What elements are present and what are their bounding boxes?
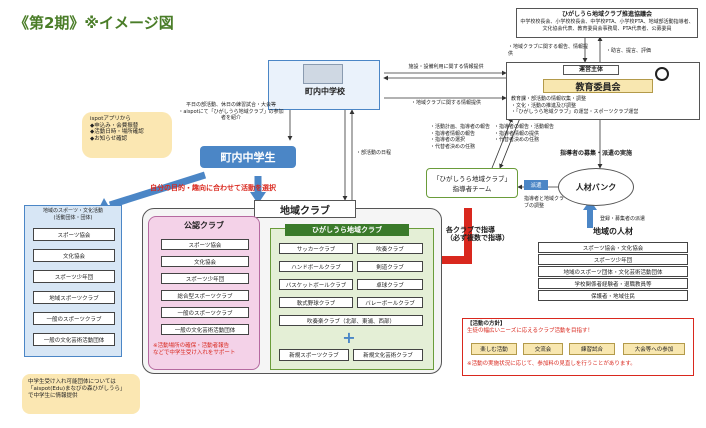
local-talent-title: 地域の人材 xyxy=(593,227,633,236)
board-title: 教育委員会 xyxy=(543,79,653,93)
policy-tag: 大会等への参加 xyxy=(623,343,685,355)
school-label: 町内中学校 xyxy=(305,87,345,96)
higashiura-club-title: ひがしうら地域クラブ xyxy=(285,224,409,236)
plus-icon: + xyxy=(342,327,356,347)
higashiura-club-item: バスケットボールクラブ xyxy=(279,279,353,290)
local-activity-item: 一般の文化芸術活動団体 xyxy=(33,333,115,346)
local-talent-item: 学校関係者経験者・退職教員等 xyxy=(538,278,688,289)
board-item: 教育課・部活動の情報収集・調整 xyxy=(511,96,587,102)
council-report-note: ・地域クラブに関する報告、情報提供 xyxy=(508,44,589,57)
local-activity-item: 文化協会 xyxy=(33,249,115,262)
local-activity-item: 一般のスポーツクラブ xyxy=(33,312,115,325)
board-to-team-note: ・活動計画、指導者の報告 ・指導者情報の報告 ・指導者の選択 ・代替者決めの任務 xyxy=(430,124,491,150)
council-title: ひがしうら地域クラブ推進協議会 xyxy=(561,11,652,18)
higashiura-club-item: 剣道クラブ xyxy=(357,261,423,272)
club-schedule-note: ・部活動の日程 xyxy=(356,150,392,156)
public-club-title: 公認クラブ xyxy=(184,220,224,230)
public-club-item: 一般の文化芸術活動団体 xyxy=(161,324,249,335)
board-item: ・文化・活動の推進及び調整 xyxy=(511,102,577,109)
policy-tag: 楽しむ活動 xyxy=(471,343,517,355)
board-item: ・「ひがしうら地域クラブ」の運営・スポーツクラブ運営 xyxy=(511,109,639,115)
student-label: 町内中学生 xyxy=(200,146,296,168)
local-activity-item: 地域スポーツクラブ xyxy=(33,291,115,304)
ispot-item: ◆申込み・会費振替 xyxy=(90,122,139,129)
higashiura-club-item: サッカークラブ xyxy=(279,243,353,254)
emblem-icon xyxy=(655,67,669,81)
local-activity-item: スポーツ少年団 xyxy=(33,270,115,283)
page-title: 《第2期》※イメージ図 xyxy=(14,14,174,32)
council-box: ひがしうら地域クラブ推進協議会 中学校校長会、小学校校長会、中学校PTA、小学校… xyxy=(516,8,698,38)
registration-note: 登録・募集者の派遣 xyxy=(600,216,646,222)
public-club-panel: 公認クラブ スポーツ協会 文化協会 スポーツ少年団 総合型スポーツクラブ 一般の… xyxy=(148,216,260,370)
higashiura-club-item: 卓球クラブ xyxy=(357,279,423,290)
higashiura-club-item: バレーボールクラブ xyxy=(357,297,423,308)
local-talent-item: スポーツ少年団 xyxy=(538,254,688,265)
school-box: 町内中学校 xyxy=(268,60,380,110)
ispot-header: ispotアプリから xyxy=(90,116,131,122)
policy-title: 【活動の方針】 xyxy=(467,321,506,327)
school-to-board-note: 施設・設備利用に関する情報提供 xyxy=(408,64,484,70)
guidance-text: 各クラブで指導 （必ず複数で指導） xyxy=(446,226,509,242)
recruit-note: 指導者の募集・派遣の実施 xyxy=(560,150,633,157)
policy-tag: 練習試合 xyxy=(569,343,615,355)
local-talent-item: 保護者・地域住民 xyxy=(538,290,688,301)
match-note: 指導者と地域クラブの調整 xyxy=(524,196,565,209)
local-club-header: 地域クラブ xyxy=(254,200,356,218)
council-members: 中学校校長会、小学校校長会、中学校PTA、小学校PTA、地域部活動指導者、文化協… xyxy=(520,19,694,32)
public-club-note: ※活動場所の確保・活動者報告 などで中学生受け入れをサポート xyxy=(153,343,236,356)
local-activity-title: 地域のスポーツ・文化活動 (活動団体・団体) xyxy=(43,208,103,221)
ispot-bubble: ispotアプリから ◆申込み・会費振替 ◆活動日時・場所確認 ◆お知らせ確認 xyxy=(82,112,172,158)
club-info-note: ・地域クラブに関する情報提供 xyxy=(410,100,481,106)
public-club-item: スポーツ少年団 xyxy=(161,273,249,284)
local-talent-item: 地域のスポーツ団体・文化芸術活動団体 xyxy=(538,266,688,277)
policy-footnote: ※活動の実施状況に応じて、参加料の見直しを行うことがあります。 xyxy=(467,361,636,367)
local-talent-panel: 地域の人材 スポーツ協会・文化協会 スポーツ少年団 地域のスポーツ団体・文化芸術… xyxy=(538,228,688,318)
ispot-item: ◆活動日時・場所確認 xyxy=(90,129,144,135)
team-to-board-note: ・指導者の報告・活動報告 ・指導者情報の提供 ・代替者決めの任務 xyxy=(494,124,555,143)
new-club-item: 新規スポーツクラブ xyxy=(279,349,349,361)
higashiura-club-panel: ひがしうら地域クラブ サッカークラブ 吹奏クラブ ハンドボールクラブ 剣道クラブ… xyxy=(270,224,434,370)
ispot-item: ◆お知らせ確認 xyxy=(90,135,128,142)
higashiura-club-item: 吹奏楽クラブ（北部、東浦、西部） xyxy=(279,315,423,326)
higashiura-club-item: ハンドボールクラブ xyxy=(279,261,353,272)
school-building-icon xyxy=(303,64,343,84)
policy-panel: 【活動の方針】 生徒の幅広いニーズに応えるクラブ活動を目指す！ 楽しむ活動 交流… xyxy=(462,318,694,376)
higashiura-club-item: 軟式野球クラブ xyxy=(279,297,353,308)
council-advice-note: ・助言、提言、評価 xyxy=(606,48,652,54)
local-talent-item: スポーツ協会・文化協会 xyxy=(538,242,688,253)
local-activity-item: スポーツ協会 xyxy=(33,228,115,241)
public-club-item: 総合型スポーツクラブ xyxy=(161,290,249,301)
public-club-item: 文化協会 xyxy=(161,256,249,267)
board-box: 運営主体 教育委員会 教育課・部活動の情報収集・調整 ・文化・活動の推進及び調整… xyxy=(506,62,700,120)
school-activity-note: 平日の部活動、休日の練習試合・大会等 ・aispotにて「ひがしうら地域クラブ」… xyxy=(178,102,284,121)
footnote-text: 中学生受け入れ可能団体については 「aispot(Edu)まなびの森ひがしうら」… xyxy=(28,379,126,399)
policy-subtitle: 生徒の幅広いニーズに応えるクラブ活動を目指す！ xyxy=(467,327,594,334)
footnote-bubble: 中学生受け入れ可能団体については 「aispot(Edu)まなびの森ひがしうら」… xyxy=(22,374,140,414)
talent-bank: 人材バンク xyxy=(558,168,634,206)
dispatch-label: 派遣 xyxy=(524,180,548,190)
public-club-item: 一般のスポーツクラブ xyxy=(161,307,249,318)
higashiura-club-item: 吹奏クラブ xyxy=(357,243,423,254)
local-activity-panel: 地域のスポーツ・文化活動 (活動団体・団体) スポーツ協会 文化協会 スポーツ少… xyxy=(24,205,122,357)
new-club-item: 新規文化芸術クラブ xyxy=(353,349,423,361)
board-header: 運営主体 xyxy=(563,65,619,75)
public-club-item: スポーツ協会 xyxy=(161,239,249,250)
instructor-team-box: 「ひがしうら地域クラブ」 指導者チーム xyxy=(426,168,518,198)
policy-tag: 交流会 xyxy=(523,343,563,355)
select-activity-text: 自分の目的・趣向に合わせて活動を選択 xyxy=(150,184,276,192)
